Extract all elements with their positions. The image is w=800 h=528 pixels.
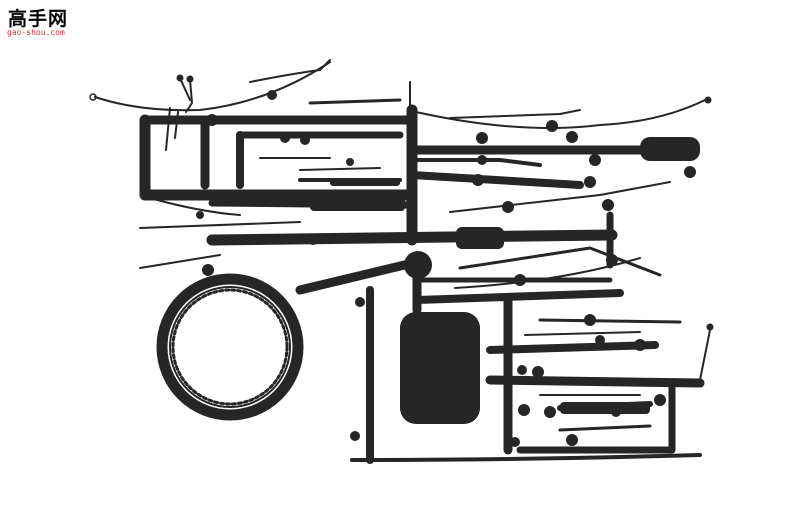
site-watermark: 高手网 gao-shou.com (6, 4, 70, 40)
watermark-site-url: gao-shou.com (7, 28, 65, 37)
watermark-site-name: 高手网 (8, 8, 69, 30)
